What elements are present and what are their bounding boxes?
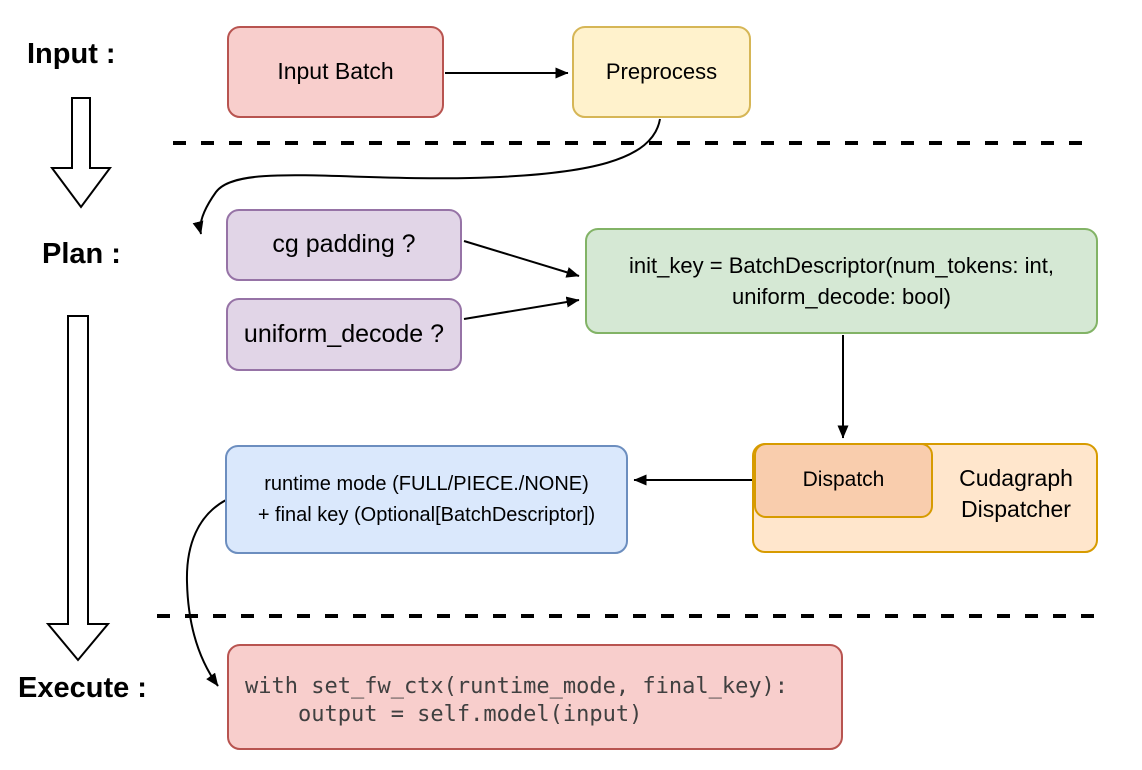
arrow-preprocess-to-cg-padding bbox=[192, 118, 661, 235]
arrow-cg-padding-to-init-key bbox=[463, 240, 580, 278]
runtime-mode-node: runtime mode (FULL/PIECE./NONE) + final … bbox=[225, 445, 628, 554]
cudagraph-dispatcher-line1: Cudagraph bbox=[959, 465, 1073, 491]
stage-arrow-plan-to-execute bbox=[45, 315, 111, 662]
preprocess-node: Preprocess bbox=[572, 26, 751, 118]
runtime-mode-line2: + final key (Optional[BatchDescriptor]) bbox=[257, 503, 596, 526]
cudagraph-dispatcher-line2: Dispatcher bbox=[961, 496, 1071, 522]
cg-padding-node: cg padding ? bbox=[226, 209, 462, 281]
runtime-mode-line1: runtime mode (FULL/PIECE./NONE) bbox=[264, 472, 589, 495]
cg-padding-label: cg padding ? bbox=[272, 230, 416, 259]
arrow-uniform-decode-to-init-key bbox=[463, 296, 580, 320]
dispatch-label: Dispatch bbox=[802, 468, 885, 492]
execute-code-line2: output = self.model(input) bbox=[245, 702, 643, 727]
input-batch-label: Input Batch bbox=[277, 58, 394, 85]
init-key-node: init_key = BatchDescriptor(num_tokens: i… bbox=[585, 228, 1098, 334]
dispatch-node: Dispatch bbox=[754, 443, 933, 518]
uniform-decode-node: uniform_decode ? bbox=[226, 298, 462, 371]
preprocess-label: Preprocess bbox=[605, 59, 718, 85]
execute-code-node: with set_fw_ctx(runtime_mode, final_key)… bbox=[227, 644, 843, 750]
init-key-line1: init_key = BatchDescriptor(num_tokens: i… bbox=[629, 253, 1054, 278]
cudagraph-dispatcher-label: Cudagraph Dispatcher bbox=[936, 463, 1096, 525]
input-batch-node: Input Batch bbox=[227, 26, 444, 118]
stage-arrow-input-to-plan bbox=[50, 97, 112, 209]
init-key-line2: uniform_decode: bool) bbox=[732, 284, 951, 309]
arrow-runtime-mode-to-execute-code bbox=[185, 499, 227, 687]
execute-code-line1: with set_fw_ctx(runtime_mode, final_key)… bbox=[245, 674, 789, 699]
uniform-decode-label: uniform_decode ? bbox=[243, 319, 445, 348]
input-stage-label: Input : bbox=[27, 38, 116, 70]
plan-stage-label: Plan : bbox=[42, 238, 121, 270]
execute-stage-label: Execute : bbox=[18, 672, 147, 704]
